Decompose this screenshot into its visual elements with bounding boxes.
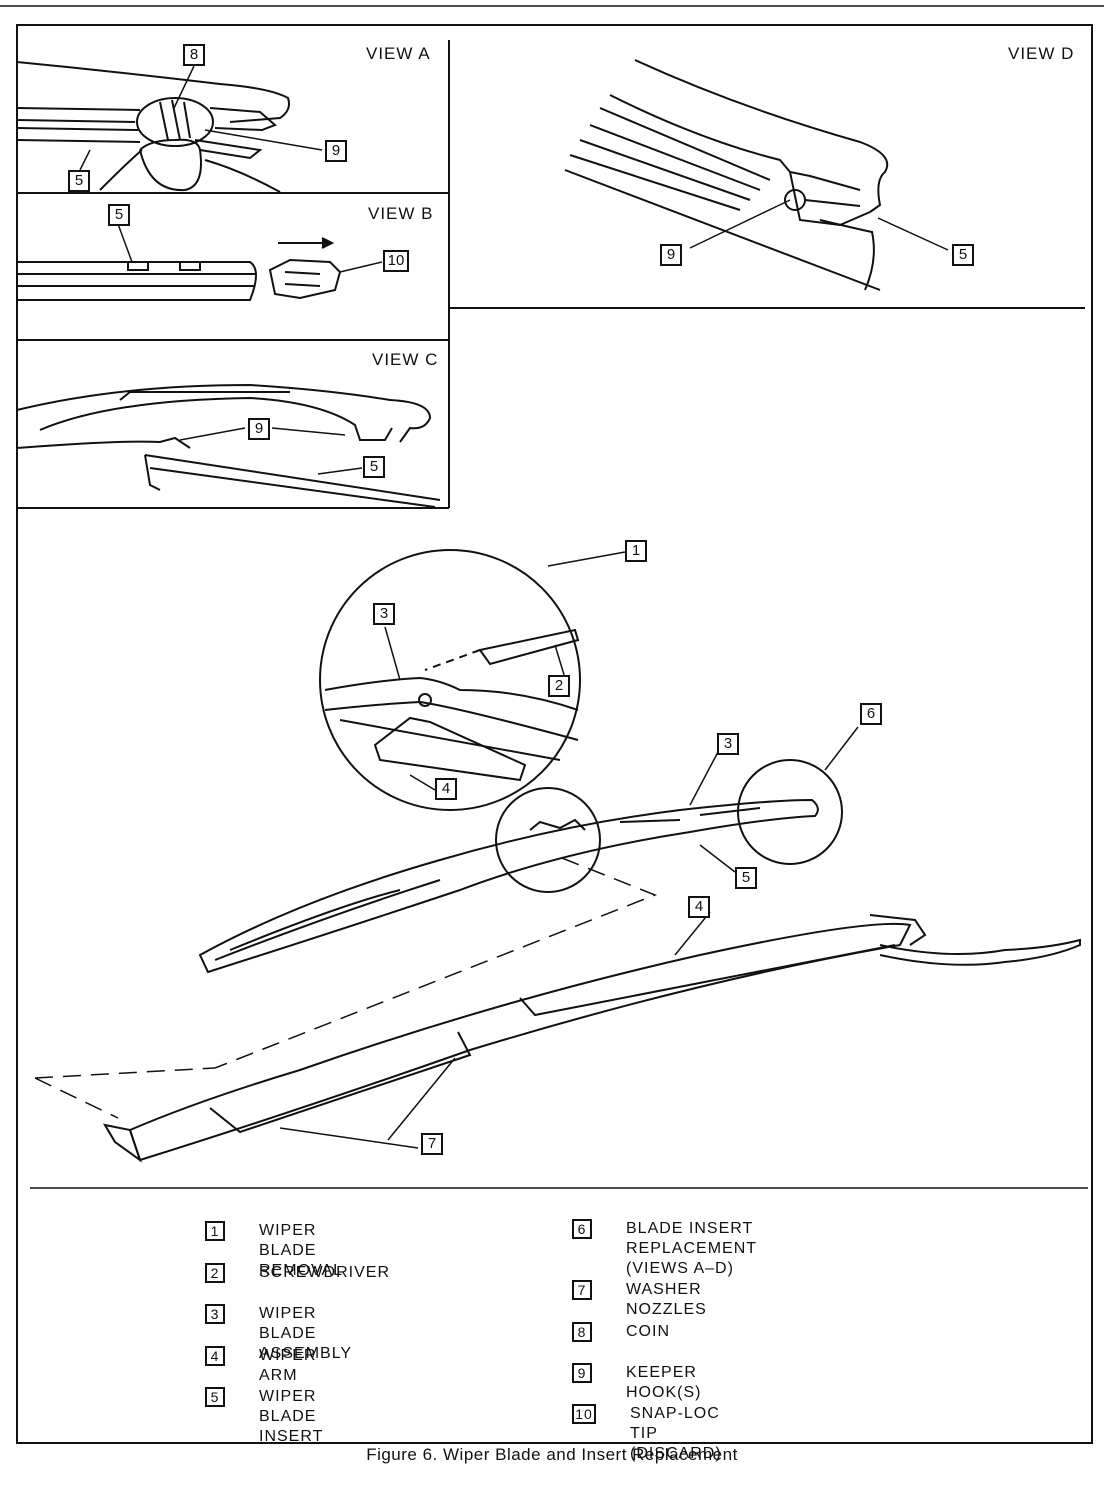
legend-item: 5 WIPER BLADE INSERT [205, 1387, 323, 1447]
legend-text: BLADE INSERT REPLACEMENT (VIEWS A–D) [626, 1220, 758, 1277]
legend-number: 3 [205, 1304, 225, 1324]
legend-text: SNAP-LOC TIP (DISCARD) [630, 1405, 722, 1462]
legend-number: 1 [205, 1221, 225, 1241]
callout-1: 1 [625, 540, 647, 562]
view-c-label: VIEW C [372, 350, 439, 369]
legend-number: 2 [205, 1263, 225, 1283]
legend-item: 6 BLADE INSERT REPLACEMENT (VIEWS A–D) [572, 1219, 757, 1279]
legend-text: WIPER BLADE REMOVAL [259, 1222, 344, 1279]
wiper-blade-assembly-illustration [198, 726, 859, 1069]
callout-5: 5 [108, 204, 130, 226]
callout-7: 7 [421, 1133, 443, 1155]
callout-10: 10 [383, 250, 409, 272]
callout-9: 9 [325, 140, 347, 162]
view-b-label: VIEW B [368, 204, 434, 223]
legend-text: SCREWDRIVER [259, 1264, 391, 1281]
legend-item: 10 SNAP-LOC TIP (DISCARD) [572, 1404, 722, 1464]
figure-caption: Figure 6. Wiper Blade and Insert Replace… [366, 1445, 738, 1464]
view-a-label: VIEW A [366, 44, 431, 63]
callout-6: 6 [860, 703, 882, 725]
callout-4: 4 [688, 896, 710, 918]
callout-5: 5 [735, 867, 757, 889]
legend-item: 3 WIPER BLADE ASSEMBLY [205, 1304, 352, 1364]
callout-9: 9 [248, 418, 270, 440]
wiper-arm-illustration [34, 911, 1081, 1163]
legend-number: 6 [572, 1219, 592, 1239]
callout-5: 5 [68, 170, 90, 192]
legend-item: 7 WASHER NOZZLES [572, 1280, 707, 1320]
legend-number: 5 [205, 1387, 225, 1407]
legend-number: 10 [572, 1404, 596, 1424]
legend-number: 9 [572, 1363, 592, 1383]
legend-number: 7 [572, 1280, 592, 1300]
callout-5: 5 [952, 244, 974, 266]
legend-text: WASHER NOZZLES [626, 1281, 707, 1318]
legend-text: WIPER ARM [259, 1347, 317, 1384]
legend-text: WIPER BLADE INSERT [259, 1388, 324, 1445]
callout-9: 9 [660, 244, 682, 266]
view-d-illustration [564, 59, 949, 291]
callout-3: 3 [373, 603, 395, 625]
legend-item: 9 KEEPER HOOK(S) [572, 1363, 701, 1403]
legend-text: WIPER BLADE ASSEMBLY [259, 1305, 353, 1362]
view-d-label: VIEW D [1008, 44, 1075, 63]
callout-4: 4 [435, 778, 457, 800]
legend-item: 8 COIN [572, 1322, 670, 1342]
removal-detail-illustration [319, 549, 626, 811]
legend-number: 8 [572, 1322, 592, 1342]
callout-2: 2 [548, 675, 570, 697]
callout-3: 3 [717, 733, 739, 755]
legend-text: KEEPER HOOK(S) [626, 1364, 702, 1401]
legend-item: 2 SCREWDRIVER [205, 1263, 390, 1283]
legend-text: COIN [626, 1323, 670, 1340]
inset-panels [17, 40, 1085, 509]
view-b-illustration [17, 223, 383, 301]
callout-5: 5 [363, 456, 385, 478]
view-c-illustration [16, 383, 441, 508]
legend-item: 4 WIPER ARM [205, 1346, 316, 1386]
legend-number: 4 [205, 1346, 225, 1366]
view-a-illustration [16, 61, 323, 193]
callout-8: 8 [183, 44, 205, 66]
legend-item: 1 WIPER BLADE REMOVAL [205, 1221, 343, 1281]
